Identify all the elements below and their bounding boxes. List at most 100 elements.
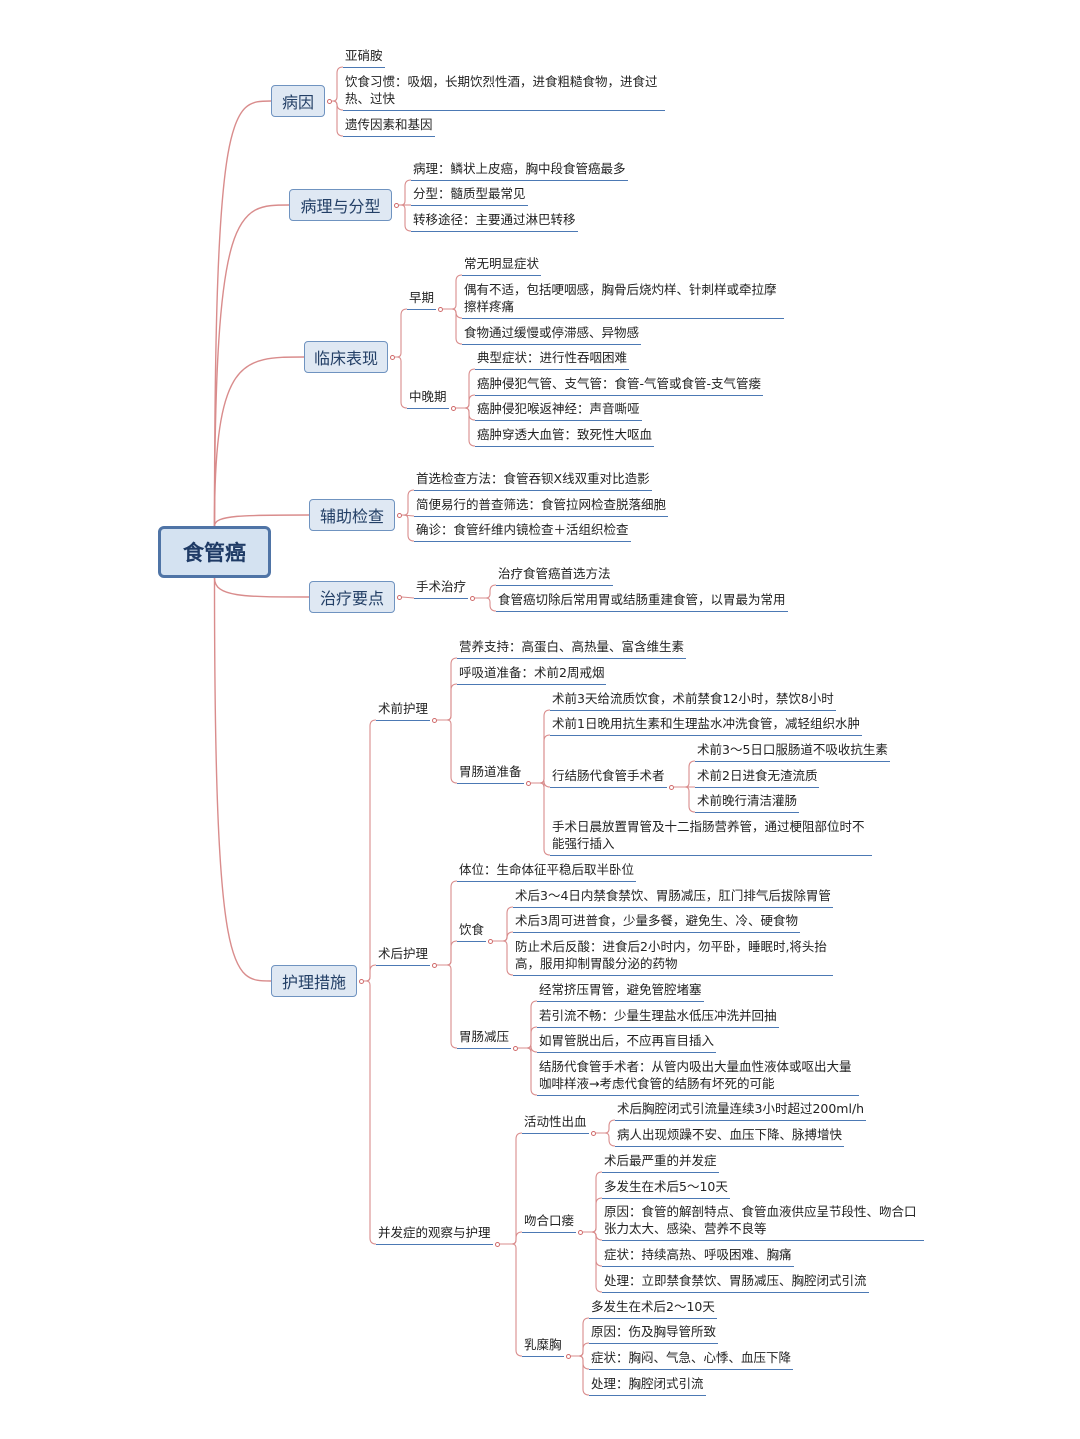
- collapse-dot[interactable]: [526, 781, 531, 786]
- topic-treatment[interactable]: 治疗要点: [309, 581, 395, 613]
- topic-nursing[interactable]: 护理措施: [271, 965, 357, 997]
- sub-complications[interactable]: 并发症的观察与护理: [376, 1224, 493, 1245]
- leaf-surgery-2[interactable]: 食管癌切除后常用胃或结肠重建食管，以胃最为常用: [496, 591, 788, 612]
- collapse-dot[interactable]: [390, 355, 395, 360]
- root-branch-line: [213, 356, 305, 527]
- leaf-fistula-1[interactable]: 术后最严重的并发症: [602, 1152, 719, 1173]
- topic-cause[interactable]: 病因: [271, 85, 325, 117]
- branch-line: [583, 1231, 603, 1267]
- leaf-colon-1[interactable]: 术前3～5日口服肠道不吸收抗生素: [695, 741, 890, 762]
- leaf-cause-2[interactable]: 饮食习惯：吸烟，长期饮烈性酒，进食粗糙食物，进食过热、过快: [343, 73, 665, 111]
- sub-late[interactable]: 中晚期: [407, 388, 449, 409]
- collapse-dot[interactable]: [578, 1230, 583, 1235]
- collapse-dot[interactable]: [432, 718, 437, 723]
- leaf-pathology-3[interactable]: 转移途径：主要通过淋巴转移: [411, 211, 578, 232]
- topic-clinical[interactable]: 临床表现: [304, 341, 388, 373]
- topic-exam[interactable]: 辅助检查: [309, 499, 395, 531]
- sub-preop[interactable]: 术前护理: [376, 700, 431, 721]
- branch-line: [571, 1355, 590, 1396]
- leaf-exam-3[interactable]: 确诊：食管纤维内镜检查＋活组织检查: [414, 521, 631, 542]
- leaf-fistula-4[interactable]: 症状：持续高热、呼吸困难、胸痛: [602, 1246, 794, 1267]
- branch-line: [437, 880, 458, 966]
- collapse-dot[interactable]: [438, 307, 443, 312]
- leaf-cause-1[interactable]: 亚硝胺: [343, 47, 385, 68]
- branch-line: [583, 1197, 603, 1233]
- leaf-gi-c[interactable]: 手术日晨放置胃管及十二指肠营养管，通过梗阻部位时不能强行插入: [550, 818, 872, 856]
- leaf-chylo-4[interactable]: 处理：胸腔闭式引流: [589, 1375, 706, 1396]
- leaf-colon-2[interactable]: 术前2日进食无渣流质: [695, 767, 820, 788]
- sub-gi-prep[interactable]: 胃肠道准备: [457, 763, 524, 784]
- sub-surgery[interactable]: 手术治疗: [414, 578, 469, 599]
- collapse-dot[interactable]: [488, 939, 493, 944]
- leaf-fistula-2[interactable]: 多发生在术后5～10天: [602, 1178, 730, 1199]
- leaf-fistula-3[interactable]: 原因：食管的解剖特点、食管血液供应呈节段性、吻合口张力太大、感染、营养不良等: [602, 1203, 924, 1241]
- branch-line: [500, 1231, 523, 1245]
- leaf-pathology-1[interactable]: 病理：鳞状上皮癌，胸中段食管癌最多: [411, 160, 628, 181]
- sub-decompression[interactable]: 胃肠减压: [457, 1028, 512, 1049]
- leaf-diet-2[interactable]: 术后3周可进普食，少量多餐，避免生、冷、硬食物: [513, 912, 800, 933]
- leaf-early-3[interactable]: 食物通过缓慢或停滞感、异物感: [462, 324, 642, 345]
- leaf-late-2[interactable]: 癌肿侵犯气管、支气管：食管-气管或食管-支气管瘘: [475, 375, 764, 396]
- collapse-dot[interactable]: [432, 963, 437, 968]
- collapse-dot[interactable]: [451, 406, 456, 411]
- leaf-late-4[interactable]: 癌肿穿透大血管：致死性大呕血: [475, 426, 655, 447]
- sub-postop[interactable]: 术后护理: [376, 945, 431, 966]
- leaf-gi-a[interactable]: 术前3天给流质饮食，术前禁食12小时，禁饮8小时: [550, 690, 836, 711]
- leaf-bleeding-1[interactable]: 术后胸腔闭式引流量连续3小时超过200ml/h: [615, 1100, 867, 1121]
- branch-line: [399, 179, 412, 206]
- sub-colon[interactable]: 行结肠代食管手术者: [550, 767, 667, 788]
- sub-chylothorax[interactable]: 乳糜胸: [522, 1336, 564, 1357]
- leaf-exam-2[interactable]: 简便易行的普查筛选：食管拉网检查脱落细胞: [414, 496, 669, 517]
- leaf-diet-1[interactable]: 术后3～4日内禁食禁饮、胃肠减压，肛门排气后拔除胃管: [513, 887, 833, 908]
- branch-line: [674, 786, 696, 813]
- branch-line: [531, 780, 551, 788]
- branch-line: [443, 308, 463, 345]
- leaf-late-3[interactable]: 癌肿侵犯喉返神经：声音嘶哑: [475, 400, 642, 421]
- leaf-colon-3[interactable]: 术前晚行清洁灌肠: [695, 792, 800, 813]
- collapse-dot[interactable]: [495, 1242, 500, 1247]
- branch-line: [402, 514, 415, 542]
- sub-bleeding[interactable]: 活动性出血: [522, 1113, 589, 1134]
- root-topic[interactable]: 食管癌: [158, 526, 271, 578]
- leaf-pathology-2[interactable]: 分型：髓质型最常见: [411, 185, 528, 206]
- branch-line: [674, 760, 696, 788]
- leaf-gi-b[interactable]: 术前1日晚用抗生素和生理盐水冲洗食管，减轻组织水肿: [550, 715, 862, 736]
- leaf-decomp-2[interactable]: 若引流不畅：少量生理盐水低压冲洗并回抽: [537, 1007, 779, 1028]
- leaf-surgery-1[interactable]: 治疗食管癌首选方法: [496, 565, 613, 586]
- leaf-preop-nutrition[interactable]: 营养支持：高蛋白、高热量、富含维生素: [457, 638, 687, 659]
- sub-diet[interactable]: 饮食: [457, 921, 487, 942]
- leaf-chylo-3[interactable]: 症状：胸闷、气急、心悸、血压下降: [589, 1349, 794, 1370]
- leaf-postop-position[interactable]: 体位：生命体征平稳后取半卧位: [457, 861, 637, 882]
- branch-line: [443, 308, 463, 319]
- collapse-dot[interactable]: [394, 203, 399, 208]
- leaf-preop-respiratory[interactable]: 呼吸道准备：术前2周戒烟: [457, 664, 607, 685]
- leaf-cause-3[interactable]: 遗传因素和基因: [343, 116, 435, 137]
- branch-line: [518, 1026, 538, 1049]
- leaf-decomp-4[interactable]: 结肠代食管手术者：从管内吸出大量血性液体或呕出大量咖啡样液→考虑代食管的结肠有坏…: [537, 1058, 859, 1096]
- collapse-dot[interactable]: [327, 99, 332, 104]
- branch-line: [402, 489, 415, 516]
- topic-pathology[interactable]: 病理与分型: [289, 189, 392, 221]
- collapse-dot[interactable]: [397, 595, 402, 600]
- collapse-dot[interactable]: [470, 596, 475, 601]
- leaf-chylo-1[interactable]: 多发生在术后2～10天: [589, 1298, 717, 1319]
- sub-fistula[interactable]: 吻合口瘘: [522, 1212, 577, 1233]
- leaf-decomp-1[interactable]: 经常挤压胃管，避免管腔堵塞: [537, 981, 704, 1002]
- collapse-dot[interactable]: [566, 1354, 571, 1359]
- collapse-dot[interactable]: [669, 785, 674, 790]
- leaf-late-1[interactable]: 典型症状：进行性吞咽困难: [475, 349, 630, 370]
- collapse-dot[interactable]: [513, 1046, 518, 1051]
- leaf-fistula-5[interactable]: 处理：立即禁食禁饮、胃肠减压、胸腔闭式引流: [602, 1272, 869, 1293]
- sub-early[interactable]: 早期: [407, 289, 437, 310]
- leaf-diet-3[interactable]: 防止术后反酸：进食后2小时内，勿平卧，睡眠时,将头抬高，服用抑制胃酸分泌的药物: [513, 938, 833, 976]
- leaf-exam-1[interactable]: 首选检查方法：食管吞钡X线双重对比造影: [414, 470, 652, 491]
- leaf-bleeding-2[interactable]: 病人出现烦躁不安、血压下降、脉搏增快: [615, 1126, 845, 1147]
- leaf-early-2[interactable]: 偶有不适，包括哽咽感，胸骨后烧灼样、针刺样或牵拉摩擦样疼痛: [462, 281, 784, 319]
- collapse-dot[interactable]: [397, 513, 402, 518]
- leaf-chylo-2[interactable]: 原因：伤及胸导管所致: [589, 1323, 719, 1344]
- leaf-early-1[interactable]: 常无明显症状: [462, 255, 542, 276]
- collapse-dot[interactable]: [359, 979, 364, 984]
- collapse-dot[interactable]: [591, 1131, 596, 1136]
- root-branch-line: [213, 100, 272, 527]
- leaf-decomp-3[interactable]: 如胃管脱出后，不应再盲目插入: [537, 1032, 717, 1053]
